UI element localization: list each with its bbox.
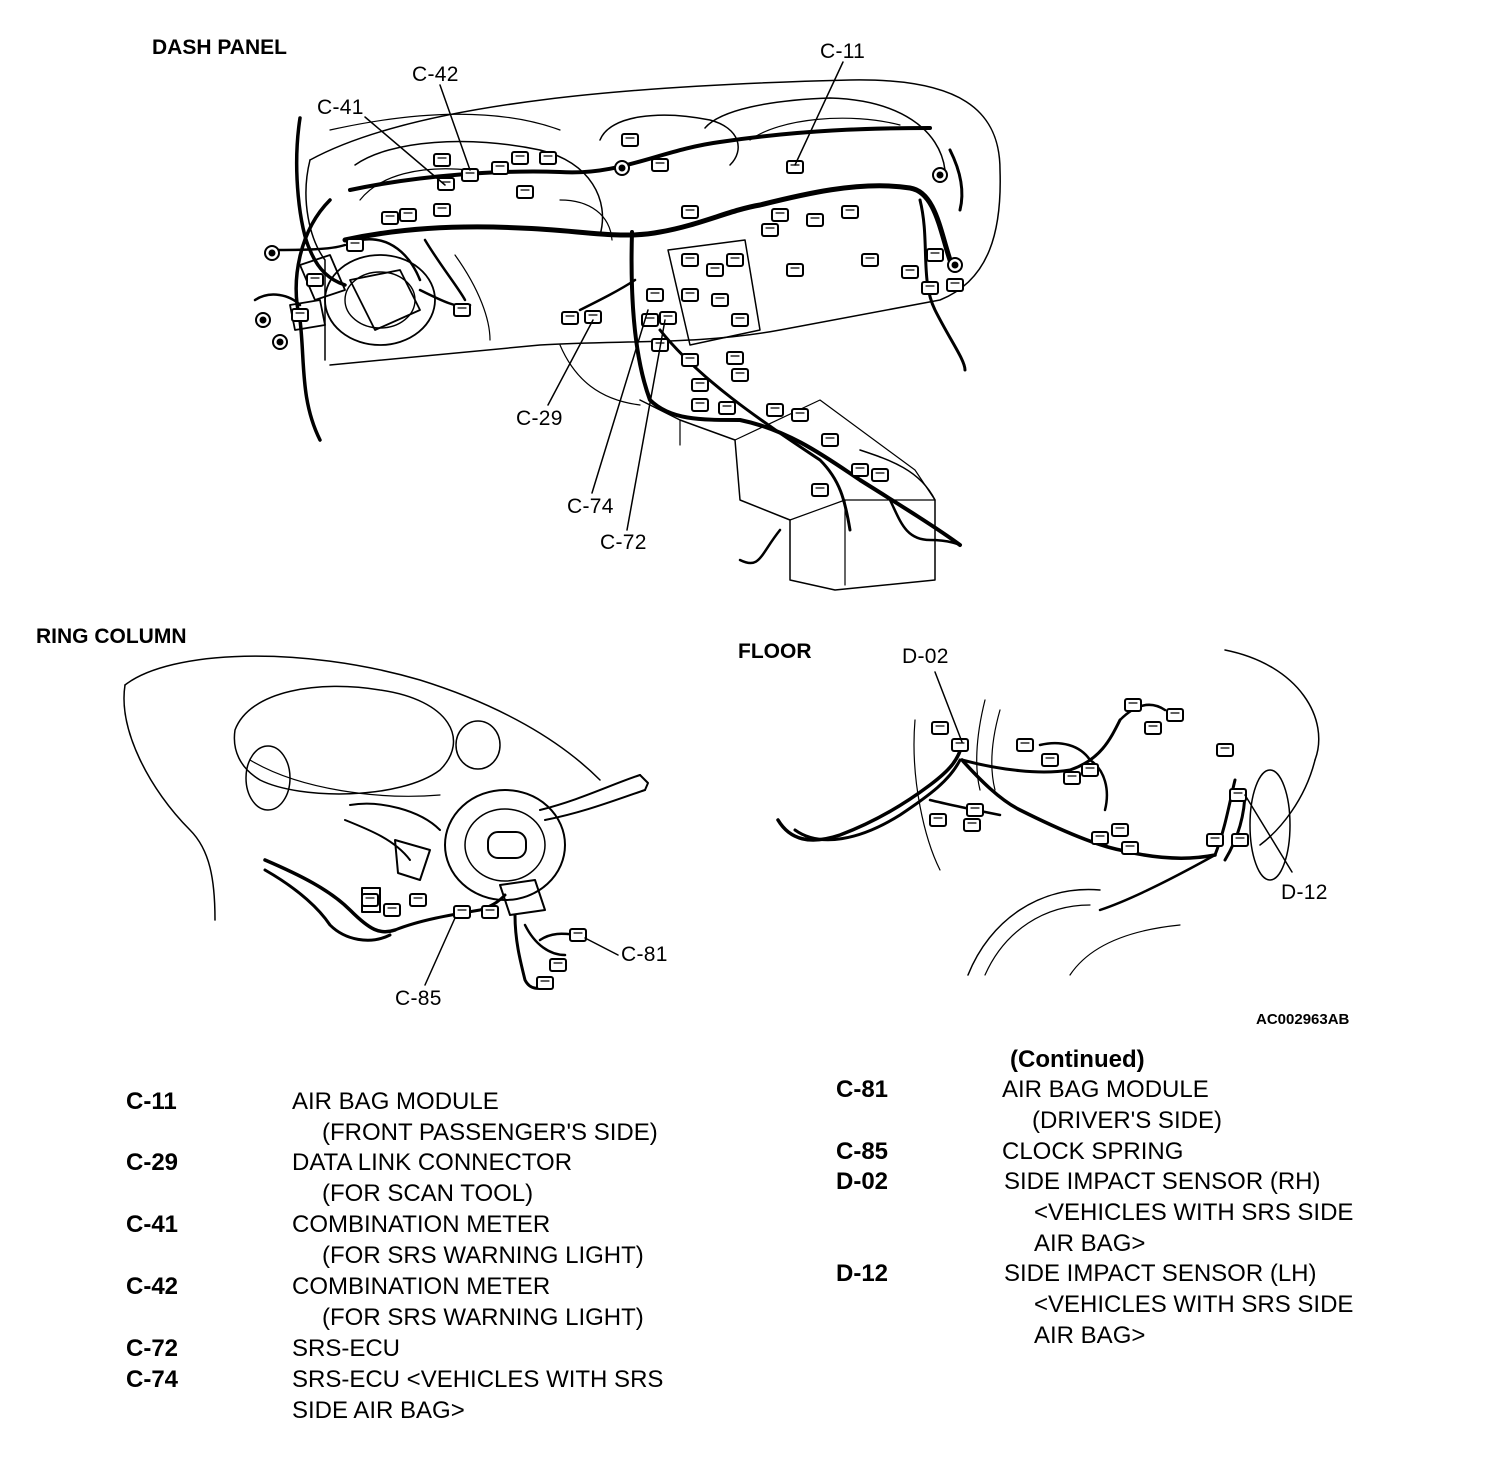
floor-drawing [776, 649, 1320, 976]
legend-code: D-02 [836, 1168, 889, 1195]
legend-desc-line3: AIR BAG> [1034, 1322, 1146, 1349]
callout-c41: C-41 [317, 96, 364, 119]
callout-c72: C-72 [600, 531, 647, 554]
legend-item: D-12 SIDE IMPACT SENSOR (LH) <VEHICLES W… [836, 1258, 1476, 1351]
legend-item: C-72 SRS-ECU [126, 1333, 766, 1364]
legend-code: C-11 [126, 1088, 177, 1115]
continued-label: (Continued) [1010, 1046, 1145, 1073]
legend-desc: CLOCK SPRING [1002, 1138, 1184, 1165]
legend-desc-line3: AIR BAG> [1034, 1230, 1146, 1257]
legend-desc: COMBINATION METER [292, 1211, 551, 1238]
legend-desc: SRS-ECU <VEHICLES WITH SRS [292, 1366, 664, 1393]
legend-desc: AIR BAG MODULE [292, 1088, 499, 1115]
callout-c81: C-81 [621, 943, 668, 966]
section-title-dash-panel: DASH PANEL [152, 36, 287, 59]
callout-c85: C-85 [395, 987, 442, 1010]
legend-code: C-72 [126, 1335, 179, 1362]
legend-item: C-85 CLOCK SPRING [836, 1136, 1476, 1167]
legend-code: C-85 [836, 1138, 889, 1165]
legend-desc: AIR BAG MODULE [1002, 1076, 1209, 1103]
callout-c42: C-42 [412, 63, 459, 86]
section-title-floor: FLOOR [738, 640, 812, 663]
legend-desc-line2: <VEHICLES WITH SRS SIDE [1034, 1199, 1354, 1226]
legend-code: C-42 [126, 1273, 179, 1300]
callout-d12: D-12 [1281, 881, 1328, 904]
steering-column-drawing [123, 655, 649, 990]
legend-desc-line2: (FRONT PASSENGER'S SIDE) [322, 1119, 658, 1146]
legend-desc-line2: SIDE AIR BAG> [292, 1397, 465, 1424]
callout-d02: D-02 [902, 645, 949, 668]
legend-code: C-74 [126, 1366, 179, 1393]
figure-id: AC002963AB [1256, 1011, 1350, 1028]
legend-desc-line2: (FOR SRS WARNING LIGHT) [322, 1304, 644, 1331]
dash-panel-drawing [253, 61, 1001, 591]
legend-desc-line2: <VEHICLES WITH SRS SIDE [1034, 1291, 1354, 1318]
legend-desc: SIDE IMPACT SENSOR (RH) [1004, 1168, 1321, 1195]
legend-desc-line2: (FOR SCAN TOOL) [322, 1180, 534, 1207]
legend-desc: SIDE IMPACT SENSOR (LH) [1004, 1260, 1317, 1287]
section-title-ring-column: RING COLUMN [36, 625, 187, 648]
legend-desc: DATA LINK CONNECTOR [292, 1149, 573, 1176]
legend-item: C-81 AIR BAG MODULE (DRIVER'S SIDE) [836, 1074, 1476, 1136]
legend-item: C-42 COMBINATION METER (FOR SRS WARNING … [126, 1271, 766, 1333]
legend-code: D-12 [836, 1260, 889, 1287]
legend-desc: COMBINATION METER [292, 1273, 551, 1300]
callout-c11: C-11 [820, 40, 866, 63]
legend-code: C-81 [836, 1076, 889, 1103]
legend-item: D-02 SIDE IMPACT SENSOR (RH) <VEHICLES W… [836, 1166, 1476, 1259]
legend-item: C-11 AIR BAG MODULE (FRONT PASSENGER'S S… [126, 1086, 766, 1148]
legend-desc: SRS-ECU [292, 1335, 401, 1362]
legend-desc-line2: (FOR SRS WARNING LIGHT) [322, 1242, 644, 1269]
legend-code: C-29 [126, 1149, 179, 1176]
legend-item: C-41 COMBINATION METER (FOR SRS WARNING … [126, 1209, 766, 1271]
callout-c29: C-29 [516, 407, 563, 430]
legend-code: C-41 [126, 1211, 179, 1238]
legend-item: C-74 SRS-ECU <VEHICLES WITH SRS SIDE AIR… [126, 1364, 766, 1426]
legend-item: C-29 DATA LINK CONNECTOR (FOR SCAN TOOL) [126, 1147, 766, 1209]
legend-desc-line2: (DRIVER'S SIDE) [1032, 1107, 1222, 1134]
callout-c74: C-74 [567, 495, 614, 518]
